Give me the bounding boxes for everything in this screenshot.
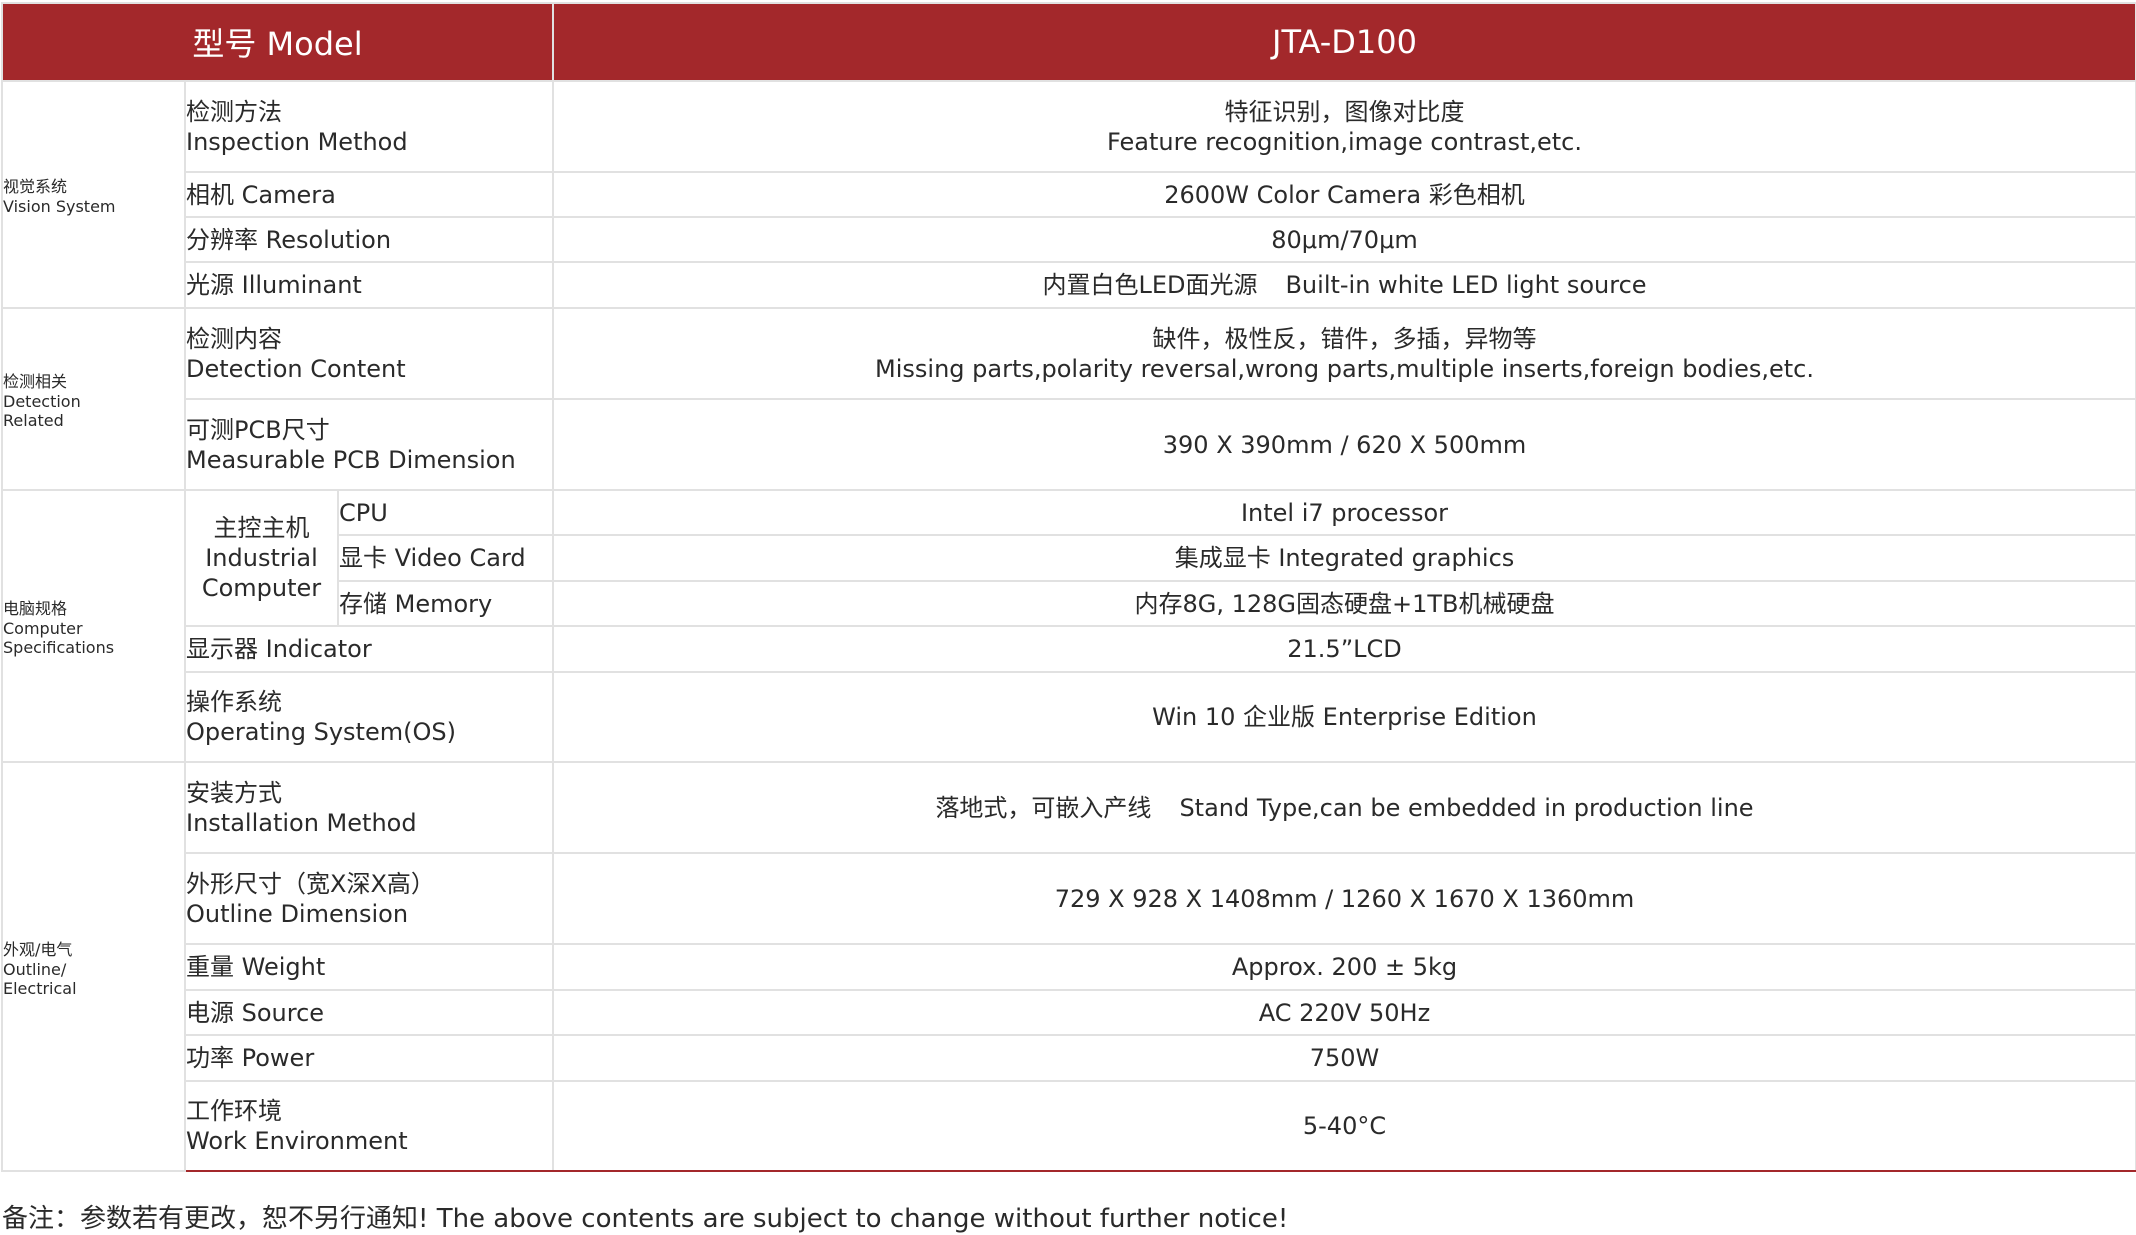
row-source: 电源 Source AC 220V 50Hz [2, 989, 2136, 1036]
label-resolution: 分辨率 Resolution [184, 216, 554, 263]
row-memory: 存储 Memory 内存8G, 128G固态硬盘+1TB机械硬盘 [2, 580, 2136, 627]
label-source: 电源 Source [184, 989, 554, 1036]
label-illuminant: 光源 Illuminant [184, 261, 554, 309]
value-weight: Approx. 200 ± 5kg [552, 943, 2136, 991]
model-label: 型号 Model [1, 2, 554, 82]
row-video-card: 显卡 Video Card 集成显卡 Integrated graphics [2, 534, 2136, 582]
row-inspection-method: 视觉系统 Vision System 检测方法 Inspection Metho… [1, 80, 2136, 309]
spec-table: 型号 Model JTA-D100 视觉系统 Vision System 检测方… [1, 2, 2136, 1172]
value-work-environment: 5-40°C [552, 1080, 2136, 1172]
value-memory: 内存8G, 128G固态硬盘+1TB机械硬盘 [552, 580, 2136, 627]
value-operating-system: Win 10 企业版 Enterprise Edition [552, 671, 2136, 763]
row-pcb-dimension: 可测PCB尺寸 Measurable PCB Dimension 390 X 3… [2, 398, 2136, 491]
label-operating-system: 操作系统 Operating System(OS) [184, 671, 554, 763]
row-work-environment: 工作环境 Work Environment 5-40°C [2, 1080, 2136, 1172]
value-cpu: Intel i7 processor [552, 489, 2136, 536]
value-outline-dimension: 729 X 928 X 1408mm / 1260 X 1670 X 1360m… [552, 852, 2136, 945]
value-power: 750W [552, 1034, 2136, 1082]
footer-note: 备注：参数若有更改，恕不另行通知! The above contents are… [2, 1204, 1289, 1234]
value-camera: 2600W Color Camera 彩色相机 [552, 171, 2136, 218]
model-value: JTA-D100 [552, 2, 2136, 82]
group-vision-system: 视觉系统 Vision System [1, 80, 186, 309]
group-detection-related: 检测相关 Detection Related [1, 307, 186, 491]
spec-table-container: 型号 Model JTA-D100 视觉系统 Vision System 检测方… [1, 2, 2136, 1172]
label-video-card: 显卡 Video Card [337, 534, 554, 582]
value-indicator: 21.5”LCD [552, 625, 2136, 673]
label-installation-method: 安装方式 Installation Method [184, 761, 554, 854]
label-pcb-dimension: 可测PCB尺寸 Measurable PCB Dimension [184, 398, 554, 491]
subgroup-industrial-computer: 主控主机 Industrial Computer [184, 489, 339, 627]
row-detection-content: 检测相关 Detection Related 检测内容 Detection Co… [1, 307, 2136, 491]
label-indicator: 显示器 Indicator [184, 625, 554, 673]
label-camera: 相机 Camera [184, 171, 554, 218]
row-resolution: 分辨率 Resolution 80μm/70μm [2, 216, 2136, 263]
row-installation-method: 外观/电气 Outline/ Electrical 安装方式 Installat… [1, 761, 2136, 1172]
label-cpu: CPU [337, 489, 554, 536]
row-operating-system: 操作系统 Operating System(OS) Win 10 企业版 Ent… [2, 671, 2136, 763]
header-row: 型号 Model JTA-D100 [1, 2, 2136, 82]
label-power: 功率 Power [184, 1034, 554, 1082]
row-power: 功率 Power 750W [2, 1034, 2136, 1082]
label-detection-content: 检测内容 Detection Content [184, 307, 554, 400]
row-cpu: 电脑规格 Computer Specifications 主控主机 Indust… [1, 489, 2136, 763]
group-outline-electrical: 外观/电气 Outline/ Electrical [1, 761, 186, 1172]
row-outline-dimension: 外形尺寸（宽X深X高） Outline Dimension 729 X 928 … [2, 852, 2136, 945]
label-memory: 存储 Memory [337, 580, 554, 627]
value-inspection-method: 特征识别，图像对比度 Feature recognition,image con… [552, 80, 2136, 173]
row-weight: 重量 Weight Approx. 200 ± 5kg [2, 943, 2136, 991]
label-work-environment: 工作环境 Work Environment [184, 1080, 554, 1172]
label-inspection-method: 检测方法 Inspection Method [184, 80, 554, 173]
value-video-card: 集成显卡 Integrated graphics [552, 534, 2136, 582]
row-indicator: 显示器 Indicator 21.5”LCD [2, 625, 2136, 673]
row-camera: 相机 Camera 2600W Color Camera 彩色相机 [2, 171, 2136, 218]
label-weight: 重量 Weight [184, 943, 554, 991]
group-computer-specifications: 电脑规格 Computer Specifications [1, 489, 186, 763]
value-detection-content: 缺件，极性反，错件，多插，异物等 Missing parts,polarity … [552, 307, 2136, 400]
value-resolution: 80μm/70μm [552, 216, 2136, 263]
value-pcb-dimension: 390 X 390mm / 620 X 500mm [552, 398, 2136, 491]
label-outline-dimension: 外形尺寸（宽X深X高） Outline Dimension [184, 852, 554, 945]
value-source: AC 220V 50Hz [552, 989, 2136, 1036]
